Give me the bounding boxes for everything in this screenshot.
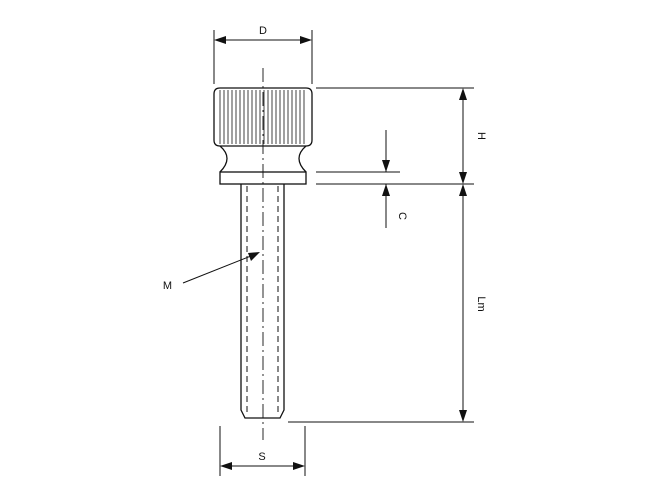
threaded-shank	[240, 184, 285, 419]
label-lm: Lm	[475, 296, 487, 311]
label-m: M	[163, 280, 172, 292]
dimension-d: D	[213, 25, 313, 84]
label-h: H	[475, 132, 487, 140]
label-c: C	[396, 212, 408, 220]
dimension-c: C	[316, 130, 408, 228]
dimension-lm: Lm	[288, 184, 487, 423]
dimension-s: S	[219, 426, 306, 476]
dimension-h: H	[316, 87, 487, 185]
label-d: D	[259, 25, 267, 37]
head-neck	[219, 145, 307, 173]
knurl-pattern	[219, 90, 305, 144]
knurled-head	[213, 87, 313, 147]
collar	[219, 171, 307, 185]
label-s: S	[258, 451, 265, 463]
leader-m: M	[163, 252, 260, 292]
